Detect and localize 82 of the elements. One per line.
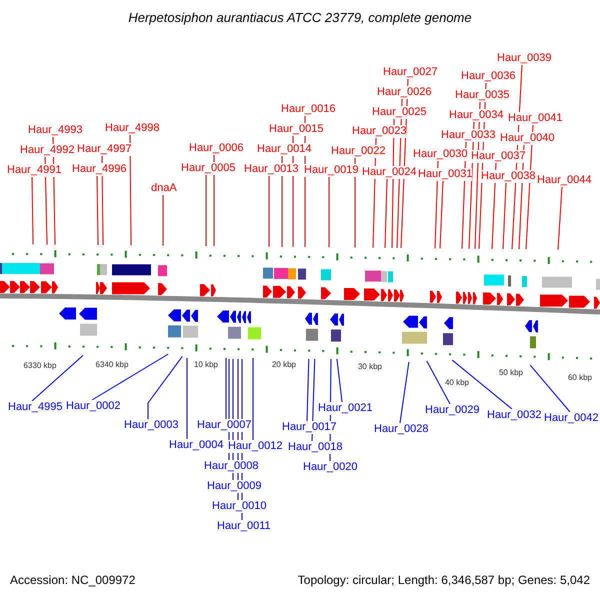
leader-line	[130, 134, 132, 246]
gene-label: Haur_0015	[269, 122, 324, 136]
gene-label: Haur_0026	[377, 86, 432, 98]
accession-label: Accession: NC_009972	[10, 573, 136, 587]
gene-label: Haur_0016	[281, 102, 336, 116]
title: Herpetosiphon aurantiacus ATCC 23779, complete genome	[127, 10, 473, 25]
gene-label: Haur_0037	[471, 150, 526, 162]
scale-label: 40 kbp	[444, 378, 470, 387]
genome-summary: Topology: circular; Length: 6,346,587 bp; Genes: 5,042	[298, 573, 590, 587]
gene-label: Haur_0021	[318, 402, 372, 414]
leader-line	[336, 358, 342, 402]
gene-label: Haur_0025	[372, 106, 426, 118]
leader-line	[186, 358, 188, 440]
scale-label: 6340 kbp	[96, 360, 128, 369]
leader-line	[558, 186, 562, 250]
leader-line	[530, 364, 570, 412]
scale-label: 6330 kbp	[24, 361, 56, 370]
leader-line	[426, 360, 450, 404]
leader-line	[252, 358, 254, 440]
leader-line	[328, 176, 330, 248]
scale-label: 60 kbp	[568, 373, 592, 382]
leader-line	[92, 354, 169, 400]
gene-label: Haur_0027	[383, 66, 438, 78]
gene-label: Haur_4996	[72, 162, 126, 176]
gene-label: Haur_4995	[8, 400, 62, 414]
leader-line	[162, 194, 164, 246]
gene-label: Haur_0009	[207, 480, 262, 492]
leader-line	[268, 174, 270, 248]
gene-label: Haur_0035	[455, 88, 510, 102]
leader-line	[502, 182, 506, 250]
gene-label: Haur_0032	[487, 408, 542, 422]
leader-line	[306, 358, 310, 422]
gene-label: Haur_0036	[461, 70, 516, 82]
gene-label: Haur_0002	[66, 400, 120, 412]
gene-label: Haur_0004	[169, 438, 224, 452]
gene-label: Haur_0034	[449, 108, 504, 122]
gene-label: Haur_0023	[352, 124, 406, 138]
leader-line	[384, 178, 388, 248]
gene-label: Haur_0011	[217, 520, 271, 532]
gene-label: Haur_0028	[374, 422, 428, 436]
gene-label: Haur_0003	[124, 418, 178, 432]
gene-label: Haur_0031	[418, 168, 472, 180]
gene-label: Haur_4998	[105, 122, 160, 134]
gene-label: Haur_0022	[331, 144, 386, 158]
gene-label: Haur_0006	[189, 142, 244, 154]
gene-label: Haur_0014	[257, 142, 312, 156]
gene-label: Haur_0024	[362, 166, 416, 178]
leader-line	[440, 180, 444, 249]
gene-label: Haur_4992	[20, 144, 74, 156]
gene-label: Haur_0044	[537, 174, 592, 186]
gene-label: Haur_0019	[304, 164, 358, 176]
gene-label: Haur_0039	[497, 52, 552, 64]
scale-label: 50 kbp	[498, 368, 524, 377]
gene-label: Haur_0017	[282, 420, 336, 434]
scale-label: 10 kbp	[194, 360, 218, 369]
gene-label: Haur_0010	[212, 500, 266, 512]
gene-label: Haur_4993	[28, 124, 82, 136]
gene-label: Haur_0008	[204, 460, 258, 472]
gene-label: Haur_0029	[425, 404, 480, 416]
leader-line	[32, 176, 34, 245]
gene-label: Haur_0042	[544, 412, 598, 424]
gene-label: dnaA	[151, 182, 177, 194]
gene-label: Haur_0007	[197, 418, 252, 432]
gene-label: Haur_0033	[441, 128, 496, 142]
leader-line	[96, 174, 98, 246]
leader-line	[400, 361, 410, 424]
scale-label: 20 kbp	[272, 360, 296, 369]
gene-label: Haur_0020	[303, 460, 358, 474]
leader-line	[32, 354, 84, 402]
leader-line	[148, 356, 183, 420]
gene-label: Haur_0040	[500, 132, 554, 144]
gene-label: Haur_0041	[508, 112, 562, 124]
gene-label: Haur_4997	[77, 142, 132, 156]
gene-label: Haur_0012	[228, 440, 282, 452]
gene-label: Haur_0030	[413, 148, 468, 160]
leader-line	[452, 360, 512, 410]
gene-label: Haur_0013	[244, 162, 298, 176]
gene-label: Haur_4991	[7, 164, 62, 176]
gene-label: Haur_0018	[288, 440, 342, 454]
gene-label: Haur_0005	[181, 162, 236, 174]
scale-label: 30 kbp	[358, 362, 382, 371]
gene-label: Haur_0038	[481, 170, 536, 182]
